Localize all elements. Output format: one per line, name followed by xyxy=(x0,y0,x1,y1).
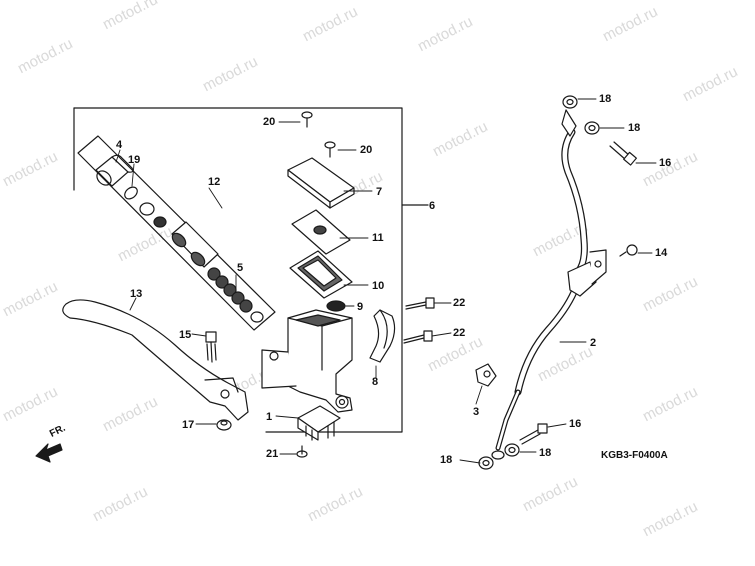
callout-3: 3 xyxy=(473,406,480,418)
pivot-nut xyxy=(216,419,232,431)
diagram-code: KGB3-F0400A xyxy=(601,450,668,461)
leader-lines xyxy=(115,98,657,464)
switch-screw xyxy=(296,445,308,458)
brake-hose xyxy=(491,109,607,460)
callout-20-lower: 20 xyxy=(360,144,373,156)
front-direction-arrow xyxy=(35,443,63,463)
spring-part xyxy=(207,267,264,323)
callout-10: 10 xyxy=(372,280,385,292)
seal-part xyxy=(153,216,167,228)
callout-1: 1 xyxy=(266,411,273,423)
brake-switch xyxy=(297,405,341,441)
holder-clamp xyxy=(369,309,396,363)
callout-18-lower-left: 18 xyxy=(440,454,453,466)
callout-16-upper: 16 xyxy=(659,157,672,169)
oil-bolt-lower xyxy=(519,423,548,445)
callout-2: 2 xyxy=(590,337,597,349)
callout-20-upper: 20 xyxy=(263,116,276,128)
callout-8: 8 xyxy=(372,376,379,388)
callout-18-lower-right: 18 xyxy=(539,447,552,459)
reservoir-cap xyxy=(287,157,355,209)
pivot-bolt xyxy=(205,331,217,363)
callout-11: 11 xyxy=(372,232,384,244)
callout-5: 5 xyxy=(237,262,244,274)
callout-15: 15 xyxy=(179,329,192,341)
callout-22-upper: 22 xyxy=(453,297,466,309)
oil-bolt-upper xyxy=(609,141,638,166)
holder-bolt-upper xyxy=(405,297,435,310)
callout-18-top: 18 xyxy=(599,93,612,105)
guide-bolt xyxy=(619,244,638,257)
piston-kit-frame xyxy=(77,135,276,331)
callout-6: 6 xyxy=(429,200,436,212)
sealing-washers xyxy=(478,95,600,470)
cap-screw-lower xyxy=(324,141,336,158)
callout-19: 19 xyxy=(128,154,141,166)
callout-12: 12 xyxy=(208,176,221,188)
diaphragm xyxy=(289,250,353,299)
callout-13: 13 xyxy=(130,288,143,300)
callout-18-upper: 18 xyxy=(628,122,641,134)
callout-16-lower: 16 xyxy=(569,418,582,430)
piston-part xyxy=(171,221,219,268)
brake-lever xyxy=(62,299,249,421)
float-ring xyxy=(326,300,346,312)
callout-17: 17 xyxy=(182,419,195,431)
cap-screw-upper xyxy=(301,111,313,128)
cylinder-body xyxy=(261,309,353,413)
callout-7: 7 xyxy=(376,186,383,198)
callout-14: 14 xyxy=(655,247,668,259)
callout-9: 9 xyxy=(357,301,364,313)
callout-22-lower: 22 xyxy=(453,327,466,339)
callout-21: 21 xyxy=(266,448,279,460)
circlip-part xyxy=(124,186,138,200)
boot-part xyxy=(95,154,134,187)
diaphragm-plate xyxy=(291,209,351,255)
hose-guide xyxy=(475,363,497,387)
washer-part xyxy=(139,202,155,216)
holder-bolt-lower xyxy=(403,330,433,344)
callout-4: 4 xyxy=(116,139,123,151)
